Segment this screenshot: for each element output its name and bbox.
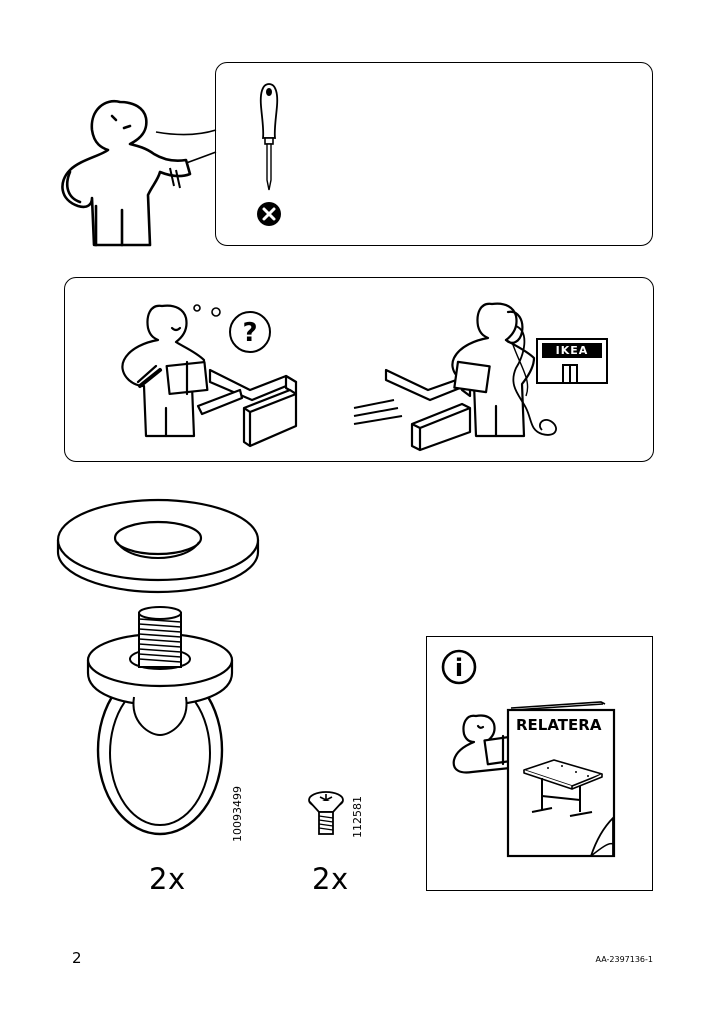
article-number-screw: 112581 bbox=[351, 796, 364, 838]
tools-callout-panel bbox=[215, 62, 653, 246]
booklet-title: RELATERA bbox=[516, 716, 602, 734]
document-id: AA-2397136-1 bbox=[595, 955, 653, 964]
ring-fitting-icon bbox=[86, 606, 234, 836]
screw-icon bbox=[308, 791, 344, 835]
phone-cord-icon bbox=[511, 325, 557, 436]
quantity-screw: 2x bbox=[312, 862, 349, 896]
washer-icon bbox=[56, 498, 260, 594]
ikea-store-sign: IKEA bbox=[542, 343, 602, 358]
article-number-ring-fitting: 10093499 bbox=[231, 786, 244, 842]
info-icon: i bbox=[441, 649, 477, 685]
confused-person-icon bbox=[121, 304, 298, 448]
question-mark: ? bbox=[242, 318, 257, 348]
desk-icon bbox=[523, 759, 603, 817]
info-symbol: i bbox=[455, 654, 463, 682]
not-needed-x-icon bbox=[257, 202, 281, 226]
question-bubble-icon: ? bbox=[229, 311, 271, 353]
thought-dots bbox=[193, 304, 221, 317]
screwdriver-icon bbox=[259, 83, 279, 191]
ikea-store-icon: IKEA bbox=[536, 338, 608, 384]
page-number: 2 bbox=[72, 949, 82, 967]
quantity-ring-fitting: 2x bbox=[149, 862, 186, 896]
person-icon bbox=[61, 99, 192, 247]
